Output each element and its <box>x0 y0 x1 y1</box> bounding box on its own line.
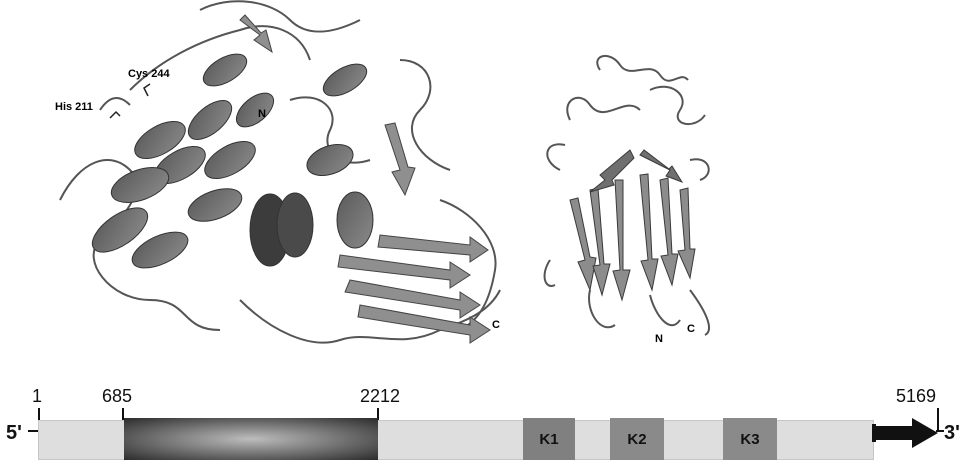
kringle-2-label: K2 <box>627 431 646 448</box>
left-c-terminus-label: C <box>492 319 500 331</box>
five-prime-label: 5' <box>6 422 22 445</box>
position-start-label: 1 <box>32 386 42 407</box>
kringle-1-box: K1 <box>523 418 575 460</box>
right-protein-structure: N C <box>530 50 730 350</box>
his-211-label: His 211 <box>55 101 93 113</box>
right-c-terminus-label: C <box>687 323 695 335</box>
catalytic-domain-block <box>124 418 378 460</box>
kringle-2-box: K2 <box>610 418 664 460</box>
cys-244-label: Cys 244 <box>128 68 170 80</box>
three-prime-label: 3' <box>944 422 960 445</box>
kringle-3-label: K3 <box>740 431 759 448</box>
arrow-right-icon <box>872 416 940 450</box>
left-protein-structure: His 211 Cys 244 N C <box>40 0 520 360</box>
position-domain-start-label: 685 <box>102 386 132 407</box>
kringle-1-label: K1 <box>539 431 558 448</box>
left-n-terminus-label: N <box>258 108 266 120</box>
position-domain-end-label: 2212 <box>360 386 400 407</box>
right-n-terminus-label: N <box>655 333 663 345</box>
kringle-3-box: K3 <box>723 418 777 460</box>
position-end-label: 5169 <box>896 386 936 407</box>
